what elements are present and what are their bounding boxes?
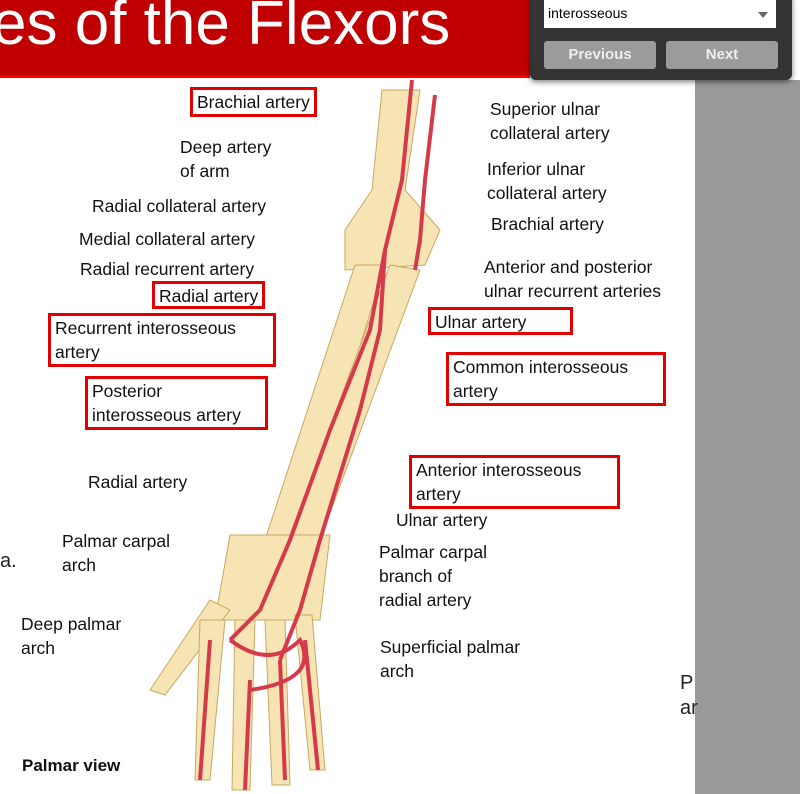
slide-title-banner: es of the Flexors (0, 0, 530, 78)
label-brachial-artery: Brachial artery (190, 87, 317, 117)
label-brachial-artery-right: Brachial artery (491, 214, 604, 234)
label-ulnar-artery-lower: Ulnar artery (396, 510, 488, 530)
label-radial-artery: Radial artery (152, 281, 266, 309)
view-caption: Palmar view (22, 756, 121, 775)
label-deep-artery: Deep artery of arm (180, 137, 272, 181)
label-medial-collateral: Medial collateral artery (79, 229, 256, 249)
label-posterior-interosseous: Posterior interosseous artery (85, 376, 268, 430)
label-radial-artery-lower: Radial artery (88, 472, 188, 492)
label-radial-recurrent: Radial recurrent artery (80, 259, 255, 279)
arm-artery-illustration (149, 80, 441, 791)
label-deep-palmar-arch: Deep palmar arch (21, 614, 122, 658)
label-recurrent-interosseous: Recurrent interosseous artery (48, 313, 276, 367)
label-radial-collateral: Radial collateral artery (92, 196, 267, 216)
side-text-fragment: ar (680, 697, 698, 719)
label-ulnar-recurrent: Anterior and posterior ulnar recurrent a… (484, 257, 662, 301)
label-common-interosseous: Common interosseous artery (446, 352, 666, 406)
label-inferior-ulnar: Inferior ulnar collateral artery (487, 159, 607, 203)
chevron-down-icon[interactable] (758, 12, 768, 18)
search-select[interactable]: interosseous (544, 0, 776, 28)
previous-button[interactable]: Previous (544, 41, 656, 69)
side-text-fragment: P (680, 672, 694, 694)
label-ulnar-artery: Ulnar artery (428, 307, 573, 335)
label-superior-ulnar: Superior ulnar collateral artery (490, 99, 610, 143)
slide-title: es of the Flexors (0, 0, 451, 58)
label-superficial-palmar-arch: Superficial palmar arch (380, 637, 521, 681)
label-palmar-carpal-arch: Palmar carpal arch (62, 531, 170, 575)
next-button[interactable]: Next (666, 41, 778, 69)
side-text-fragment: a. (0, 550, 17, 572)
gray-side-panel (695, 80, 800, 794)
label-anterior-interosseous: Anterior interosseous artery (409, 455, 620, 509)
label-palmar-carpal-branch: Palmar carpal branch of radial artery (379, 542, 487, 610)
search-value: interosseous (548, 5, 628, 21)
find-panel: interosseous Previous Next (530, 0, 792, 80)
